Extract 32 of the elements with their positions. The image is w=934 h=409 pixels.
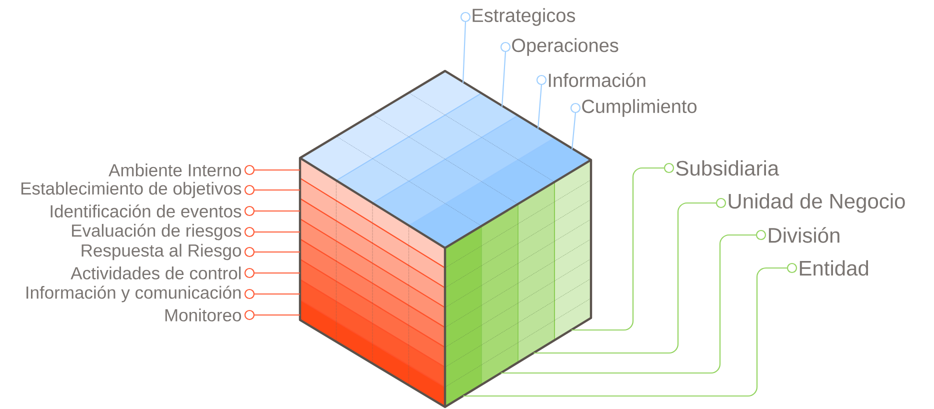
leader-line xyxy=(536,74,547,129)
leader-line xyxy=(463,262,798,397)
label-text: Identificación de eventos xyxy=(50,204,242,218)
label-text: Estrategicos xyxy=(472,8,576,26)
label-text: Monitoreo xyxy=(165,308,242,322)
leader-line xyxy=(244,206,300,216)
leader-line xyxy=(244,184,300,196)
leader-line xyxy=(500,42,511,107)
leader-line xyxy=(534,198,726,354)
label-text: Entidad xyxy=(800,260,868,276)
leader-line xyxy=(570,102,581,150)
leader-line xyxy=(244,226,300,238)
leader-line xyxy=(460,12,471,84)
label-text: Respuesta al Riesgo xyxy=(82,244,242,260)
leader-line xyxy=(500,230,766,374)
label-text: Establecimiento de objetivos xyxy=(21,182,242,198)
leader-line xyxy=(244,310,300,320)
label-text: Información y comunicación xyxy=(26,286,241,302)
label-text: Información xyxy=(548,72,646,88)
label-text: División xyxy=(768,227,840,243)
label-text: Evaluación de riesgos xyxy=(72,224,242,240)
leader-line xyxy=(244,268,300,278)
label-text: Cumplimiento xyxy=(582,99,697,117)
label-text: Operaciones xyxy=(512,38,618,56)
label-text: Subsidiaria xyxy=(676,160,780,176)
leader-line xyxy=(244,164,300,176)
label-text: Actividades de control xyxy=(70,266,241,280)
label-text: Unidad de Negocio xyxy=(728,193,905,213)
leader-line xyxy=(571,162,674,331)
label-text: Ambiente Interno xyxy=(108,164,242,176)
leader-line xyxy=(244,288,300,300)
leader-line xyxy=(244,246,300,258)
